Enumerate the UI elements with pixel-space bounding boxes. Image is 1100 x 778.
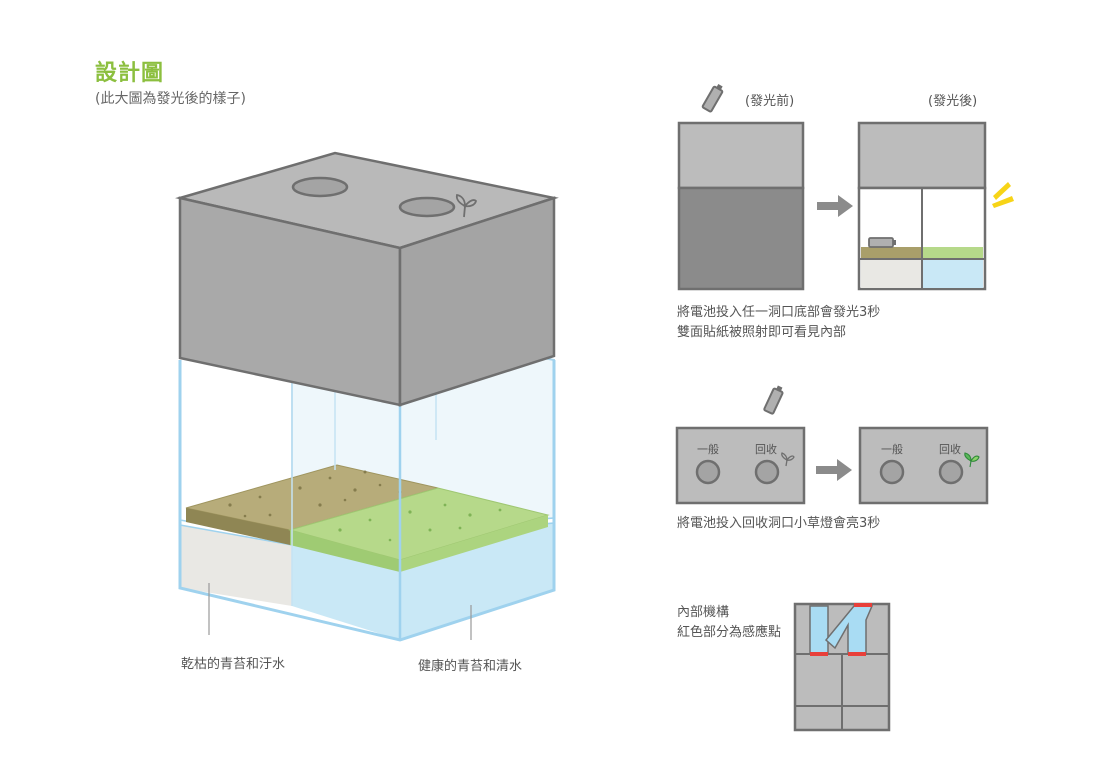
- panel-top-before: [675, 426, 806, 505]
- hole-label-recycle: 回收: [755, 443, 777, 456]
- step2-caption: 將電池投入回收洞口小草燈會亮3秒: [677, 516, 881, 531]
- arrow-right-icon-2: [816, 459, 852, 481]
- sensor-point: [810, 652, 828, 656]
- step1-caption-line2: 雙面貼紙被照射即可看見內部: [677, 325, 847, 340]
- lid-box: [175, 151, 559, 407]
- sprout-icon-off: [781, 452, 795, 467]
- label-before-glow: (發光前): [745, 94, 795, 109]
- arrow-right-icon: [817, 195, 853, 217]
- hole-general-after: [879, 459, 905, 485]
- glow-icon: [992, 182, 1014, 208]
- hole-general-before: [695, 459, 721, 485]
- sensor-point: [854, 603, 872, 607]
- panel-after: [857, 121, 987, 291]
- hole-recycle-after: [938, 459, 964, 485]
- healthy-moss-slab: [288, 487, 550, 572]
- healthy-moss-specks: [338, 503, 502, 542]
- mechanism-caption-line2: 紅色部分為感應點: [677, 625, 782, 640]
- battery-lying-icon: [868, 237, 896, 248]
- label-healthy-moss: 健康的青苔和清水: [418, 659, 523, 674]
- page-title: 設計圖: [95, 61, 165, 86]
- mechanism-diagram: [793, 602, 891, 732]
- page-subtitle: (此大圖為發光後的樣子): [95, 91, 246, 107]
- hole-label-general-after: 一般: [881, 443, 903, 456]
- step1-caption-line1: 將電池投入任一洞口底部會發光3秒: [677, 305, 881, 320]
- hole-general: [291, 176, 349, 198]
- panel-before: [677, 121, 805, 291]
- hole-recycle: [398, 196, 456, 218]
- hole-label-recycle-after: 回收: [939, 443, 961, 456]
- battery-icon-step2: [763, 385, 784, 415]
- mechanism-caption-line1: 內部機構: [677, 605, 730, 620]
- sprout-icon-lit: [964, 452, 980, 468]
- sprout-icon: [455, 193, 477, 218]
- hole-recycle-before: [754, 459, 780, 485]
- sensor-point: [848, 652, 866, 656]
- lid-front-right: [398, 196, 556, 407]
- main-tank-diagram: [175, 151, 559, 642]
- chute-general: [809, 605, 829, 655]
- panel-top-after: [858, 426, 989, 505]
- dirty-water: [180, 520, 292, 606]
- label-dry-moss: 乾枯的青苔和汙水: [181, 657, 286, 672]
- hole-label-general: 一般: [697, 443, 719, 456]
- label-after-glow: (發光後): [928, 94, 978, 109]
- battery-icon-step1: [701, 84, 724, 113]
